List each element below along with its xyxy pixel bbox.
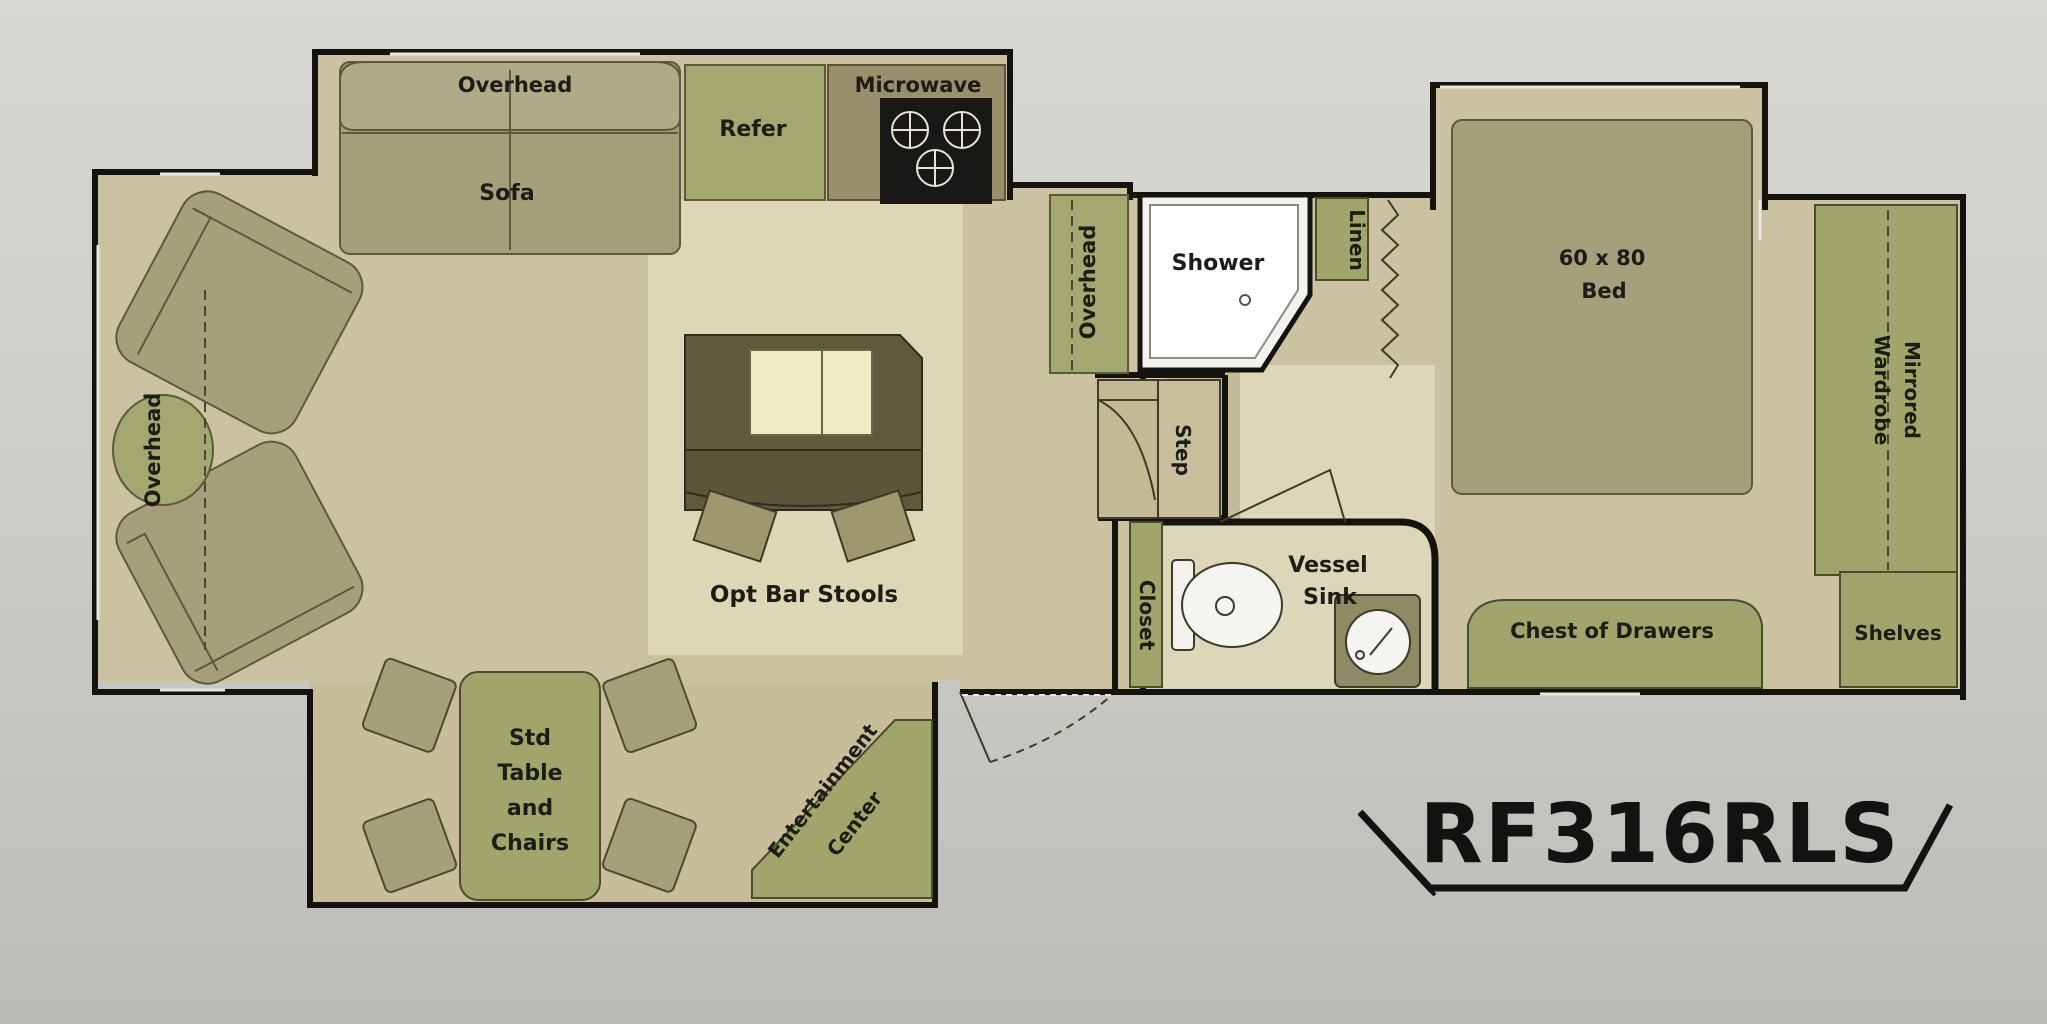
step-label: Step	[1171, 424, 1195, 476]
refer-label: Refer	[719, 117, 786, 142]
accordion-door	[1380, 199, 1400, 379]
bed-label-line2: Bed	[1581, 279, 1626, 303]
window-marks	[96, 52, 1762, 696]
shower-label: Shower	[1172, 251, 1265, 276]
vessel-label-line2: Sink	[1303, 585, 1358, 610]
kitchen-island: Opt Bar Stools	[684, 334, 923, 608]
vessel-label-line1: Vessel	[1288, 553, 1367, 578]
wardrobe-label-line2: Wardrobe	[1870, 335, 1894, 446]
model-name-badge: RF316RLS	[1357, 787, 1954, 897]
opt-bar-stools-label: Opt Bar Stools	[710, 582, 898, 608]
bath-fixtures: Vessel Sink	[1171, 468, 1421, 688]
sofa: Overhead Sofa	[339, 61, 681, 255]
table-label-line4: Chairs	[491, 831, 569, 856]
dining-table: Std Table and Chairs	[361, 657, 698, 901]
overhead-mid-label: Overhead	[1076, 225, 1100, 340]
burner-icon	[891, 111, 981, 187]
bed: 60 x 80 Bed	[1451, 119, 1753, 495]
chest-of-drawers-label: Chest of Drawers	[1510, 619, 1714, 643]
entry-step: Step	[1097, 379, 1221, 519]
table-label-line1: Std	[509, 726, 551, 751]
mirrored-wardrobe: Mirrored Wardrobe	[1814, 204, 1958, 576]
shower: Shower	[1137, 192, 1313, 373]
closet-label: Closet	[1135, 580, 1159, 651]
entry-door	[959, 691, 1115, 763]
microwave-cooktop: Microwave	[827, 64, 1006, 204]
closet: Closet	[1129, 521, 1163, 688]
refrigerator: Refer	[684, 64, 826, 201]
chest-of-drawers: Chest of Drawers	[1467, 599, 1763, 689]
bed-label-line1: 60 x 80	[1559, 246, 1646, 270]
overhead-mid: Overhead	[1049, 194, 1129, 374]
overhead-left: Overhead	[112, 290, 214, 650]
wardrobe-label-line1: Mirrored	[1900, 341, 1924, 439]
recliner-top	[115, 190, 364, 435]
table-label-line2: Table	[497, 761, 562, 786]
shelves: Shelves	[1839, 571, 1958, 688]
sofa-label: Sofa	[479, 181, 534, 206]
overhead-top-label: Overhead	[458, 73, 573, 97]
shelves-label: Shelves	[1854, 621, 1942, 645]
table-label-line3: and	[507, 796, 553, 821]
model-name: RF316RLS	[1420, 787, 1901, 882]
linen-cabinet: Linen	[1315, 197, 1369, 281]
overhead-left-label: Overhead	[141, 393, 165, 508]
linen-label: Linen	[1345, 209, 1369, 271]
microwave-label: Microwave	[855, 73, 982, 97]
